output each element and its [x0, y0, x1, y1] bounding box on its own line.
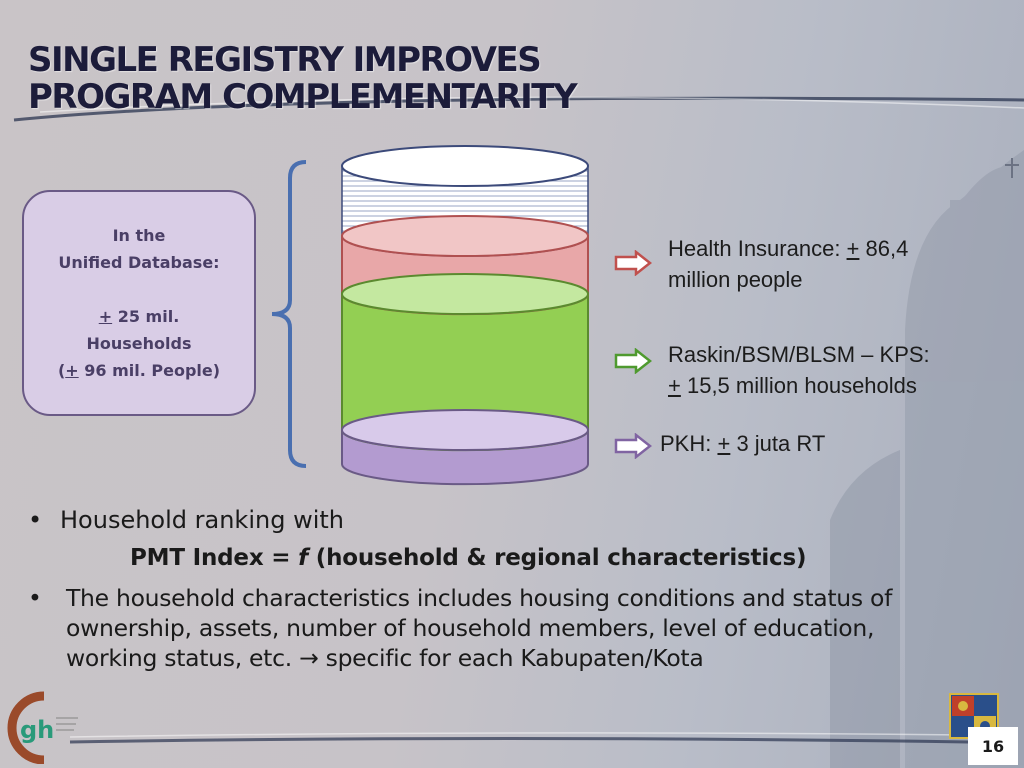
- program-raskin: Raskin/BSM/BLSM – KPS: + 15,5 million ho…: [668, 339, 930, 401]
- box-households-unit: Households: [86, 334, 192, 353]
- logo-text: gh: [20, 716, 54, 744]
- program-health-insurance: Health Insurance: + 86,4 million people: [668, 233, 908, 295]
- bullet-ranking-text: Household ranking with: [60, 506, 344, 534]
- bullet-dot: •: [28, 506, 43, 534]
- program-raskin-line2: + 15,5 million households: [668, 373, 917, 398]
- page-title: SINGLE REGISTRY IMPROVES PROGRAM COMPLEM…: [28, 40, 578, 117]
- box-line-in-the: In the: [112, 226, 166, 245]
- program-health-line2: million people: [668, 267, 803, 292]
- bullet-list: • Household ranking with PMT Index = f (…: [24, 505, 994, 673]
- box-households-count: + 25 mil.: [98, 307, 180, 326]
- formula-function-symbol: f: [298, 545, 308, 571]
- arrow-right-icon-raskin: [614, 348, 652, 374]
- program-health-line1: Health Insurance: + 86,4: [668, 236, 909, 261]
- program-pkh: PKH: + 3 juta RT: [660, 431, 826, 456]
- arrow-right-icon: →: [299, 644, 319, 672]
- box-people-count: (+ 96 mil. People): [57, 361, 221, 380]
- organization-logo: gh: [7, 691, 78, 764]
- page-number: 16: [968, 727, 1018, 765]
- arrow-right-icon-pkh: [614, 433, 652, 459]
- unified-database-box: In the Unified Database: + 25 mil. House…: [22, 190, 256, 416]
- characteristics-line-2: ownership, assets, number of household m…: [66, 614, 875, 642]
- arrow-right-icon-health: [614, 250, 652, 276]
- bullet-item-characteristics: • The household characteristics includes…: [24, 583, 994, 673]
- brace-bracket: [271, 160, 307, 468]
- title-line-2: PROGRAM COMPLEMENTARITY: [28, 77, 578, 117]
- characteristics-line-3: working status, etc. → specific for each…: [66, 644, 704, 672]
- bullet-item-ranking: • Household ranking with: [24, 505, 994, 535]
- characteristics-line-1: The household characteristics includes h…: [66, 584, 893, 612]
- program-raskin-line1: Raskin/BSM/BLSM – KPS:: [668, 342, 930, 367]
- pmt-formula: PMT Index = f (household & regional char…: [130, 545, 807, 571]
- bullet-dot: •: [28, 584, 42, 612]
- box-line-unified-database: Unified Database:: [58, 253, 220, 272]
- title-line-1: SINGLE REGISTRY IMPROVES: [28, 40, 542, 80]
- database-cylinder: [341, 145, 589, 486]
